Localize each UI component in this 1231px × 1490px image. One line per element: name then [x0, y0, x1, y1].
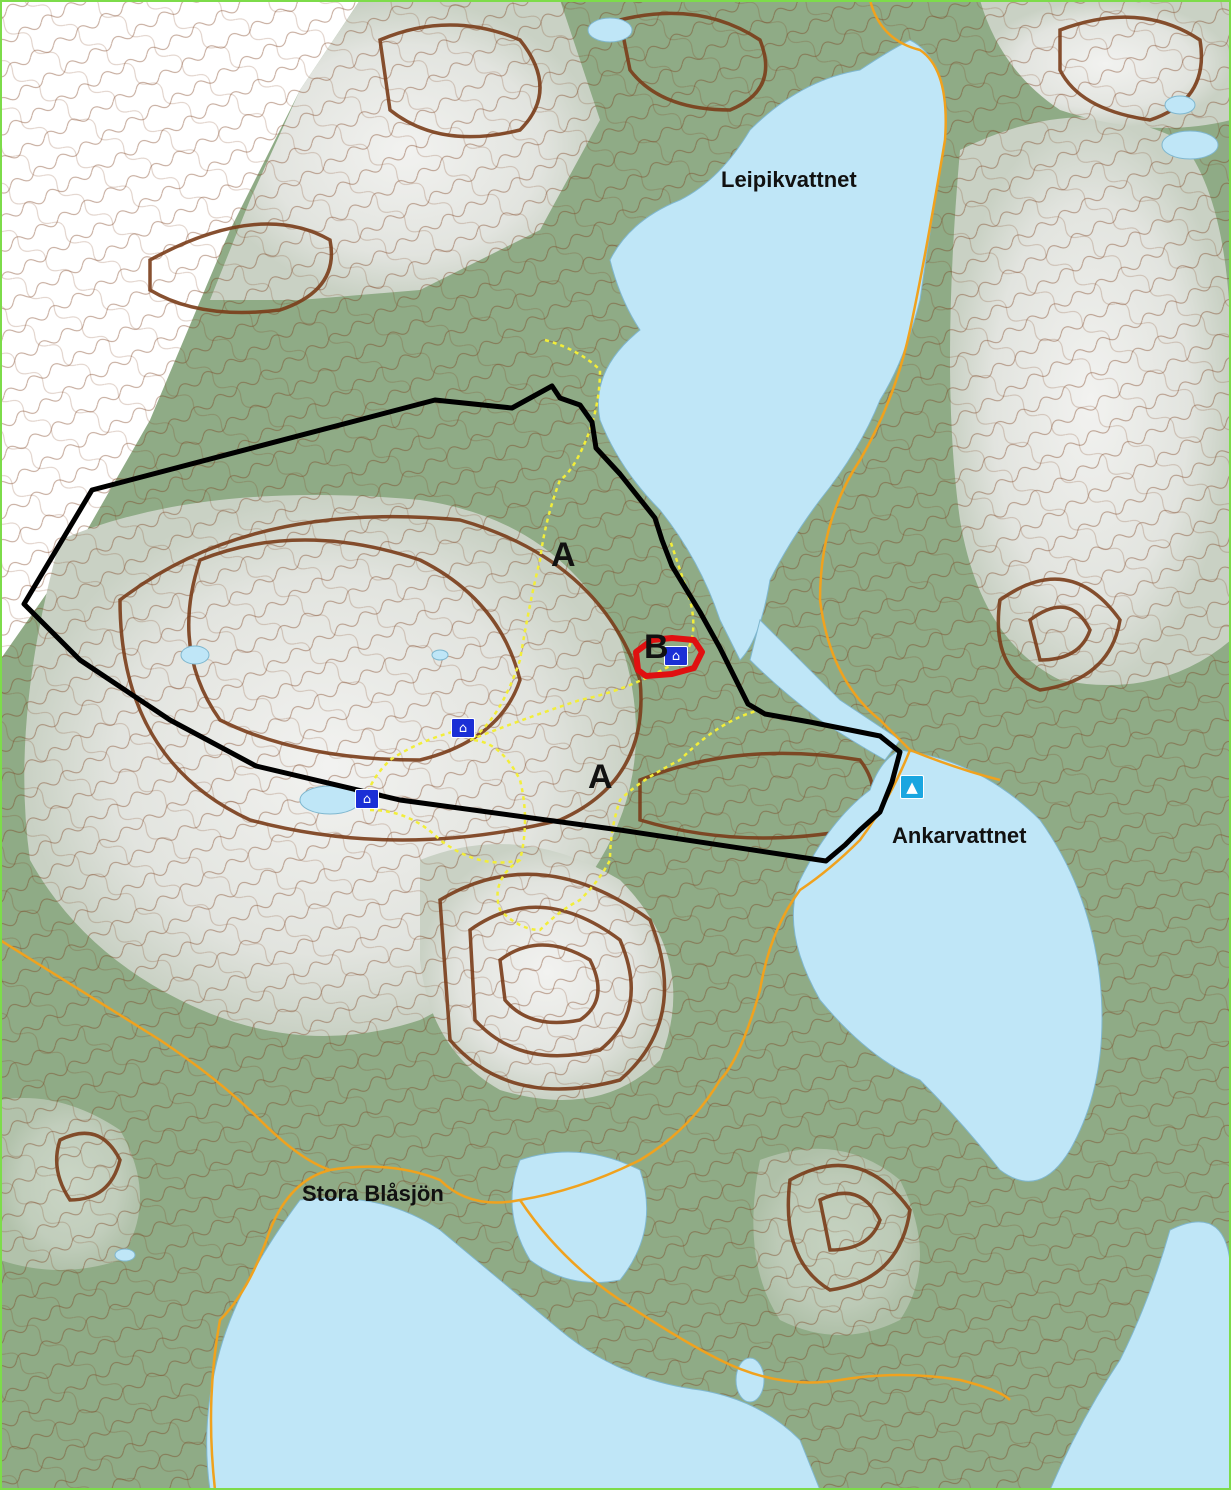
lake-ankarvattnet [792, 749, 1103, 1182]
shelter-icon[interactable]: ⌂ [451, 718, 475, 738]
lake-stora-blasjon [206, 1197, 821, 1490]
shelter-icon[interactable]: ⌂ [355, 789, 379, 809]
zone-label-a-south: A [588, 758, 613, 796]
lake-leipikvattnet [597, 39, 947, 661]
place-label-ankarvattnet: Ankarvattnet [892, 823, 1027, 848]
roads [0, 0, 1011, 1490]
camping-icon[interactable]: ▲ [900, 775, 924, 799]
zone-label-b: B [644, 628, 669, 666]
lakes [114, 17, 1231, 1490]
place-label-leipikvattnet: Leipikvattnet [721, 167, 857, 192]
zone-label-a-north: A [551, 536, 576, 574]
zone-b-outline[interactable] [633, 635, 705, 679]
place-label-stora-blasjon: Stora Blåsjön [302, 1181, 444, 1206]
reserve-boundary[interactable] [21, 383, 903, 864]
shelter-icon[interactable]: ⌂ [664, 646, 688, 666]
trails [366, 338, 761, 932]
